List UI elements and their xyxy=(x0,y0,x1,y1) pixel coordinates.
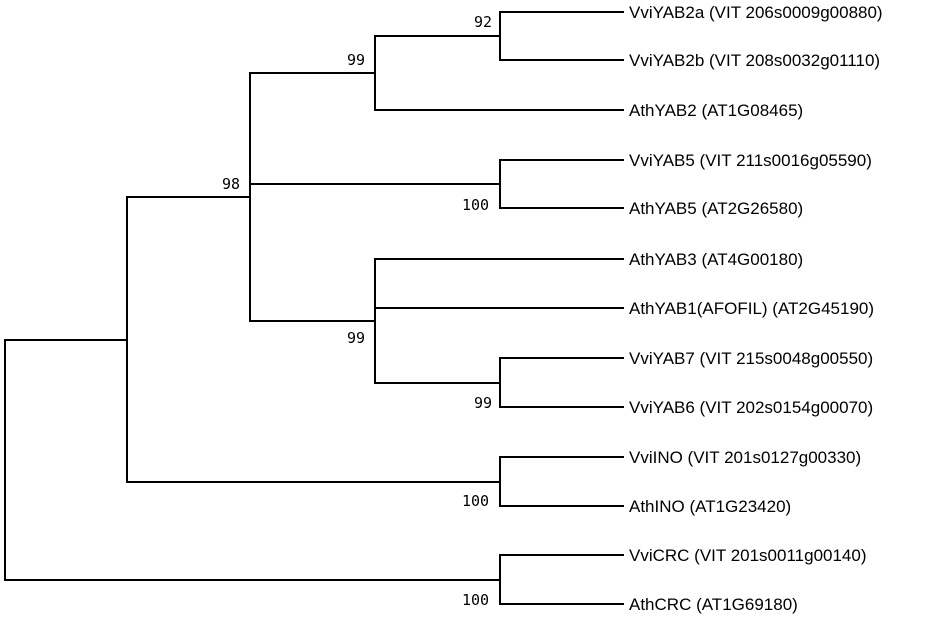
leaf-label-vvicrc: VviCRC (VIT 201s0011g00140) xyxy=(629,546,867,565)
leaf-label-athyab3: AthYAB3 (AT4G00180) xyxy=(629,250,803,269)
leaf-label-athyab2: AthYAB2 (AT1G08465) xyxy=(629,101,803,120)
bootstrap-ino-pair: 100 xyxy=(462,492,489,510)
bootstrap-yab5-pair: 100 xyxy=(462,196,489,214)
leaf-label-vviino: VviINO (VIT 201s0127g00330) xyxy=(629,448,861,467)
leaf-label-athyab5: AthYAB5 (AT2G26580) xyxy=(629,199,803,218)
leaf-label-vviyab7: VviYAB7 (VIT 215s0048g00550) xyxy=(629,349,873,368)
bootstrap-yab2-pair: 92 xyxy=(474,13,492,31)
leaf-label-vviyab5: VviYAB5 (VIT 211s0016g05590) xyxy=(629,151,872,170)
leaf-label-vviyab2a: VviYAB2a (VIT 206s0009g00880) xyxy=(629,3,883,22)
bootstrap-values: 92 99 100 98 99 99 100 100 xyxy=(222,13,492,609)
leaf-label-vviyab6: VviYAB6 (VIT 202s0154g00070) xyxy=(629,398,873,417)
leaf-label-athyab1: AthYAB1(AFOFIL) (AT2G45190) xyxy=(629,299,874,318)
leaf-labels: VviYAB2a (VIT 206s0009g00880) VviYAB2b (… xyxy=(629,3,883,614)
bootstrap-yab3-yab1-clade: 99 xyxy=(347,329,365,347)
leaf-label-athino: AthINO (AT1G23420) xyxy=(629,497,791,516)
bootstrap-yab7-yab6-pair: 99 xyxy=(474,394,492,412)
leaf-label-athcrc: AthCRC (AT1G69180) xyxy=(629,595,798,614)
bootstrap-yab-major: 98 xyxy=(222,175,240,193)
bootstrap-crc-pair: 100 xyxy=(462,591,489,609)
leaf-label-vviyab2b: VviYAB2b (VIT 208s0032g01110) xyxy=(629,51,880,70)
bootstrap-yab2-clade: 99 xyxy=(347,51,365,69)
tree-branches xyxy=(4,11,624,605)
